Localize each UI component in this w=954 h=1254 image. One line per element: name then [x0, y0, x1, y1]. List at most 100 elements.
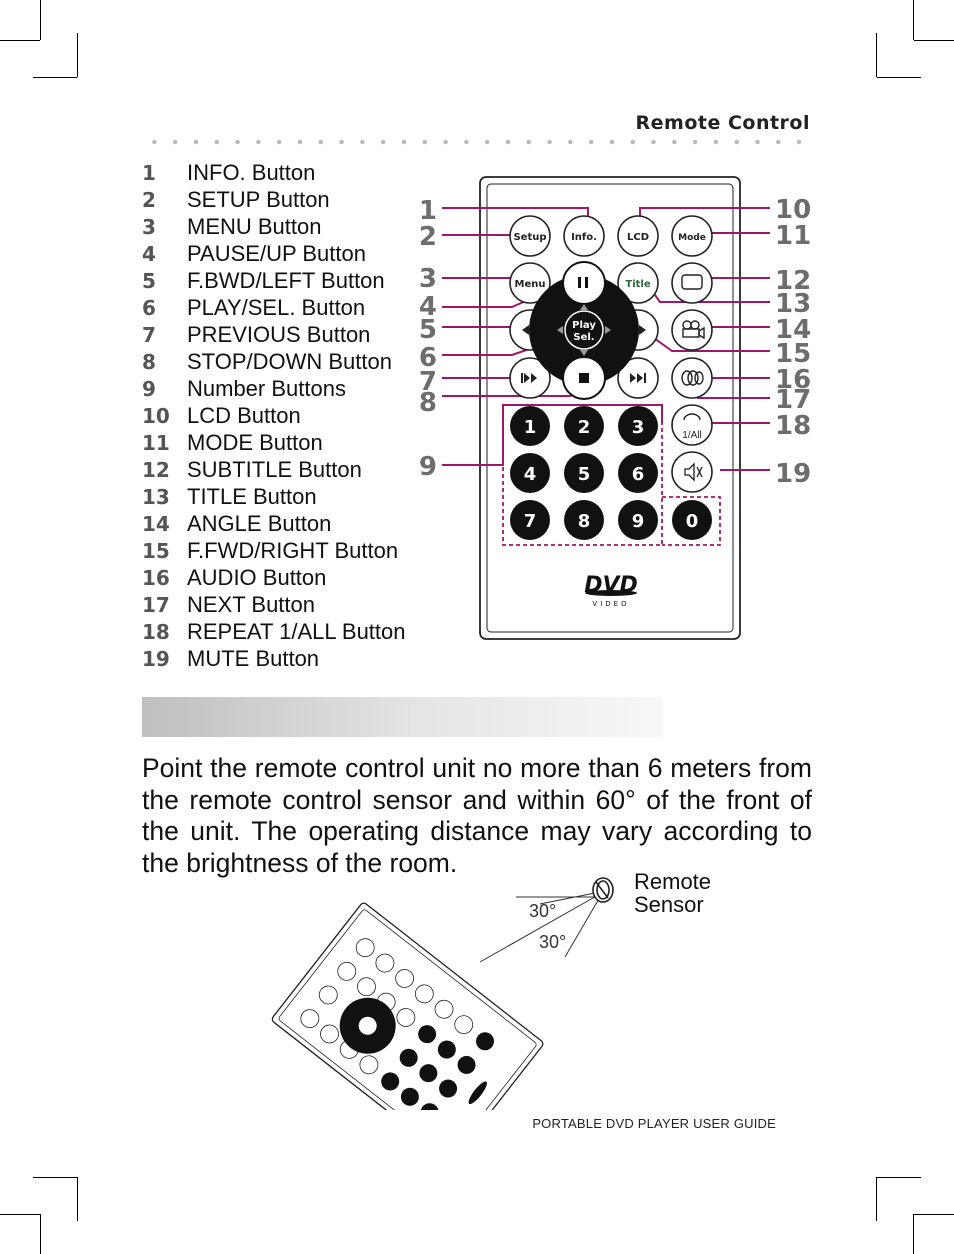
callout-13: 13: [775, 289, 811, 319]
page-footer: PORTABLE DVD PLAYER USER GUIDE: [532, 1116, 776, 1131]
legend-label: F.FWD/RIGHT Button: [187, 537, 399, 563]
callout-10: 10: [775, 195, 811, 225]
mute-icon: [684, 462, 703, 482]
callout-2: 2: [419, 222, 437, 252]
play-button[interactable]: [564, 310, 604, 350]
legend-number: 18: [142, 619, 170, 644]
callout-3: 3: [419, 264, 437, 294]
subtitle-icon: [681, 274, 703, 290]
legend-label: MODE Button: [187, 429, 323, 455]
legend-label: LCD Button: [187, 402, 301, 428]
legend-number: 4: [142, 241, 156, 266]
next-icon: [630, 373, 646, 383]
menu-button[interactable]: [509, 262, 551, 304]
digit-0-button[interactable]: [672, 500, 712, 540]
callout-19: 19: [775, 459, 811, 489]
tilted-remote-icon: [271, 902, 544, 1110]
title-label: Title: [625, 279, 650, 290]
legend-number: 19: [142, 646, 170, 671]
legend-number: 3: [142, 214, 156, 239]
legend-label: MENU Button: [187, 213, 322, 239]
sensor-icon: [592, 877, 614, 903]
legend-label: ANGLE Button: [187, 510, 332, 536]
digit-label: 8: [578, 511, 591, 532]
repeat-label: 1/All: [682, 430, 701, 441]
lcd-button[interactable]: [617, 215, 659, 257]
legend-number: 14: [142, 511, 170, 536]
angle-top-label: 30°: [529, 901, 556, 921]
subtitle-button[interactable]: [671, 262, 713, 304]
digit-1-button[interactable]: [510, 406, 550, 446]
legend-number: 7: [142, 322, 156, 347]
callout-5: 5: [419, 315, 437, 345]
body-paragraph: Point the remote control unit no more th…: [142, 753, 812, 878]
legend-label: PREVIOUS Button: [187, 321, 371, 347]
camera-icon: [682, 320, 705, 340]
digit-label: 4: [524, 464, 537, 485]
legend-number: 10: [142, 403, 170, 428]
digit-label: 0: [686, 511, 699, 532]
legend-item: 6 PLAY/SEL. Button: [142, 294, 406, 321]
angle-button[interactable]: [671, 309, 713, 351]
callout-15: 15: [775, 339, 811, 369]
mute-button[interactable]: [671, 451, 713, 493]
digit-label: 9: [632, 511, 645, 532]
legend-label: PAUSE/UP Button: [187, 240, 366, 266]
legend-number: 16: [142, 565, 170, 590]
legend-number: 6: [142, 295, 156, 320]
legend-number: 17: [142, 592, 170, 617]
legend-number: 11: [142, 430, 170, 455]
legend-item: 4 PAUSE/UP Button: [142, 240, 406, 267]
digit-9-button[interactable]: [618, 500, 658, 540]
mode-label: Mode: [678, 233, 706, 243]
setup-button[interactable]: [509, 215, 551, 257]
digit-3-button[interactable]: [618, 406, 658, 446]
pause-button[interactable]: [562, 261, 606, 305]
play-label: Play: [572, 320, 596, 331]
sensor-label-line1: Remote: [634, 869, 712, 894]
legend-label: NEXT Button: [187, 591, 315, 617]
callout-12: 12: [775, 266, 811, 296]
legend-item: 7 PREVIOUS Button: [142, 321, 406, 348]
legend-item: 17 NEXT Button: [142, 591, 406, 618]
pause-icon: [578, 277, 588, 288]
callout-11: 11: [775, 221, 811, 251]
digit-5-button[interactable]: [564, 453, 604, 493]
callout-17: 17: [775, 385, 811, 415]
legend-label: Number Buttons: [187, 375, 346, 401]
menu-label: Menu: [515, 279, 546, 290]
info-button[interactable]: [563, 215, 605, 257]
title-button[interactable]: [617, 262, 659, 304]
digit-7-button[interactable]: [510, 500, 550, 540]
repeat-button[interactable]: [671, 404, 713, 446]
legend-number: 15: [142, 538, 170, 563]
callout-16: 16: [775, 365, 811, 395]
legend-number: 2: [142, 187, 156, 212]
previous-icon: [521, 373, 537, 383]
nav-arrows: [557, 304, 611, 356]
legend-label: F.BWD/LEFT Button: [187, 267, 385, 293]
callout-7: 7: [419, 367, 437, 397]
section-heading-bar: [142, 697, 663, 737]
digit-label: 6: [632, 464, 645, 485]
digit-label: 2: [578, 417, 591, 438]
legend-item: 14 ANGLE Button: [142, 510, 406, 537]
callout-8: 8: [419, 388, 437, 418]
digit-2-button[interactable]: [564, 406, 604, 446]
legend-label: PLAY/SEL. Button: [187, 294, 366, 320]
lcd-label: LCD: [627, 232, 649, 243]
digit-label: 5: [578, 464, 591, 485]
legend-label: SUBTITLE Button: [187, 456, 362, 482]
angle-bottom-label: 30°: [539, 932, 566, 952]
digit-8-button[interactable]: [564, 500, 604, 540]
digit-6-button[interactable]: [618, 453, 658, 493]
callout-9: 9: [419, 452, 437, 482]
digit-4-button[interactable]: [510, 453, 550, 493]
legend-item: 11 MODE Button: [142, 429, 406, 456]
mode-button[interactable]: [671, 215, 713, 257]
audio-icon: [681, 370, 704, 386]
